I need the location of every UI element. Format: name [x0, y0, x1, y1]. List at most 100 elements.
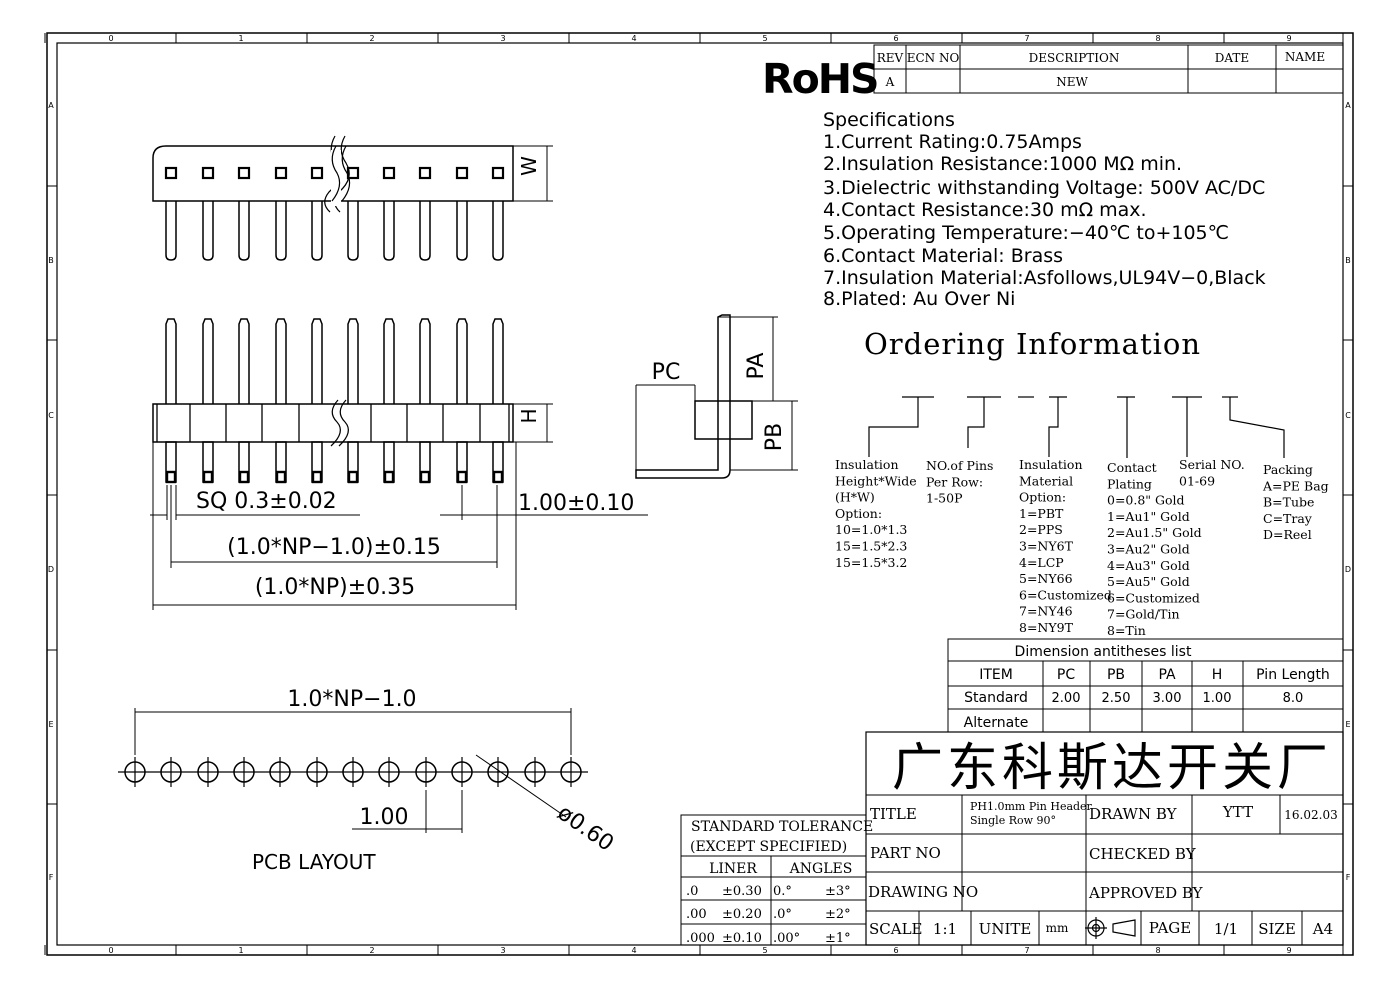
row-mark: E	[48, 720, 53, 729]
title-value-line2: Single Row 90°	[970, 814, 1056, 827]
date-header: DATE	[1215, 51, 1249, 65]
ordering-option-line: 10=1.0*1.3	[835, 522, 907, 537]
column-mark: 4	[631, 34, 636, 43]
column-mark: 6	[893, 34, 898, 43]
pin-tip-square	[419, 470, 431, 484]
pin-square	[274, 166, 288, 180]
row-mark: A	[48, 101, 54, 110]
ordering-option-line: 1-50P	[926, 491, 963, 506]
tolerance-block: STANDARD TOLERANCE (EXCEPT SPECIFIED) LI…	[680, 814, 873, 946]
pin-tail	[202, 201, 214, 261]
pin-square	[201, 166, 215, 180]
tolerance-angle-precision: .00°	[773, 931, 800, 946]
unite-value: mm	[1046, 921, 1069, 935]
ordering-option-line: Insulation	[835, 457, 899, 472]
side-view: PA PB PC	[635, 314, 798, 479]
pcb-span-dimension: 1.0*NP−1.0	[287, 687, 416, 712]
ordering-option-line: 15=1.5*3.2	[835, 555, 907, 570]
checked-by-label: CHECKED BY	[1089, 845, 1197, 863]
pin-tail	[238, 201, 250, 261]
ordering-option-line: 7=Gold/Tin	[1107, 607, 1180, 622]
pin-square	[491, 166, 505, 180]
ordering-leaders	[868, 396, 1285, 458]
dimension-row-label: Alternate	[964, 715, 1029, 731]
pin-tip-square	[202, 470, 214, 484]
pin-tail	[492, 201, 504, 261]
tolerance-title-2: (EXCEPT SPECIFIED)	[690, 839, 847, 855]
tolerance-angle-precision: 0.°	[773, 884, 792, 899]
projection-symbol-icon	[1085, 917, 1136, 939]
pa-label: PA	[744, 353, 769, 380]
column-mark: 4	[631, 946, 636, 955]
pin-square	[346, 166, 360, 180]
pcb-layout-label: PCB LAYOUT	[252, 850, 376, 874]
tolerance-precision: .0	[686, 884, 698, 899]
pin-upper	[347, 318, 359, 404]
ordering-option-line: (H*W)	[835, 490, 875, 505]
tolerance-linear: ±0.30	[722, 884, 762, 899]
column-mark: 3	[500, 34, 505, 43]
span-dimension-1: (1.0*NP−1.0)±0.15	[227, 535, 441, 560]
row-mark: E	[1345, 720, 1350, 729]
spec-item: 7.Insulation Material:Asfollows,UL94V−0,…	[823, 267, 1266, 289]
ordering-option-line: Per Row:	[926, 474, 983, 489]
angles-header: ANGLES	[789, 861, 853, 877]
pin-square	[418, 166, 432, 180]
tolerance-precision: .00	[686, 907, 707, 922]
pin-upper	[419, 318, 431, 404]
ecn-header: ECN NO	[907, 51, 960, 65]
ordering-option-line: Height*Wide	[835, 473, 917, 488]
ordering-option-line: 8=NY9T	[1019, 620, 1074, 635]
dimension-value: 2.00	[1052, 691, 1081, 706]
pin-tail	[275, 201, 287, 261]
pitch-tolerance: 1.00±0.10	[518, 491, 634, 516]
spec-item: 3.Dielectric withstanding Voltage: 500V …	[823, 177, 1265, 199]
frame-ticks	[44, 32, 1353, 956]
pin-upper	[165, 318, 177, 404]
column-mark: 9	[1286, 946, 1291, 955]
row-mark: D	[1345, 565, 1351, 574]
ordering-option-line: 6=Customized	[1107, 590, 1200, 605]
scale-value: 1:1	[933, 920, 957, 938]
tolerance-angle: ±3°	[825, 884, 851, 899]
row-mark: C	[48, 411, 54, 420]
column-mark: 8	[1155, 34, 1160, 43]
pin-tip-square	[456, 470, 468, 484]
ordering-option-line: 3=NY6T	[1019, 539, 1074, 554]
pin-upper	[492, 318, 504, 404]
pin-tip-square	[238, 470, 250, 484]
pcb-pitch-dimension: 1.00	[360, 805, 409, 830]
column-mark: 1	[238, 946, 243, 955]
row-mark: B	[48, 256, 54, 265]
ordering-option-line: NO.of Pins	[926, 458, 993, 473]
column-mark: 6	[893, 946, 898, 955]
rev-header: REV	[877, 51, 904, 65]
column-mark: 0	[108, 946, 113, 955]
top-view: W	[152, 135, 553, 261]
pin-square	[164, 166, 178, 180]
dimension-header: PB	[1107, 667, 1125, 683]
ordering-option-line: Option:	[1019, 490, 1066, 505]
ordering-option-line: Serial NO.	[1179, 457, 1245, 472]
column-mark: 2	[369, 34, 374, 43]
ordering-option-line: 7=NY46	[1019, 604, 1073, 619]
front-view: H SQ 0.3±0.02 1.00±0.10 (1.0*NP−1.0)±0.1…	[150, 318, 648, 610]
pin-square	[237, 166, 251, 180]
row-mark: B	[1345, 256, 1351, 265]
tolerance-title-1: STANDARD TOLERANCE	[691, 819, 873, 835]
spec-item: 4.Contact Resistance:30 mΩ max.	[823, 199, 1147, 221]
spec-item: 5.Operating Temperature:−40℃ to+105℃	[823, 222, 1229, 244]
name-header: NAME	[1285, 50, 1325, 64]
pb-label: PB	[762, 423, 787, 451]
drawn-date: 16.02.03	[1284, 808, 1337, 822]
ordering-option-line: 8=Tin	[1107, 623, 1146, 638]
pin-tip-square	[347, 470, 359, 484]
column-mark: 5	[762, 34, 767, 43]
page-value: 1/1	[1214, 920, 1238, 938]
row-mark: F	[1346, 873, 1351, 882]
hole-diameter: ø0.60	[553, 800, 618, 856]
column-mark: 7	[1024, 34, 1029, 43]
pin-upper	[202, 318, 214, 404]
pin-tip-square	[275, 470, 287, 484]
column-mark: 2	[369, 946, 374, 955]
